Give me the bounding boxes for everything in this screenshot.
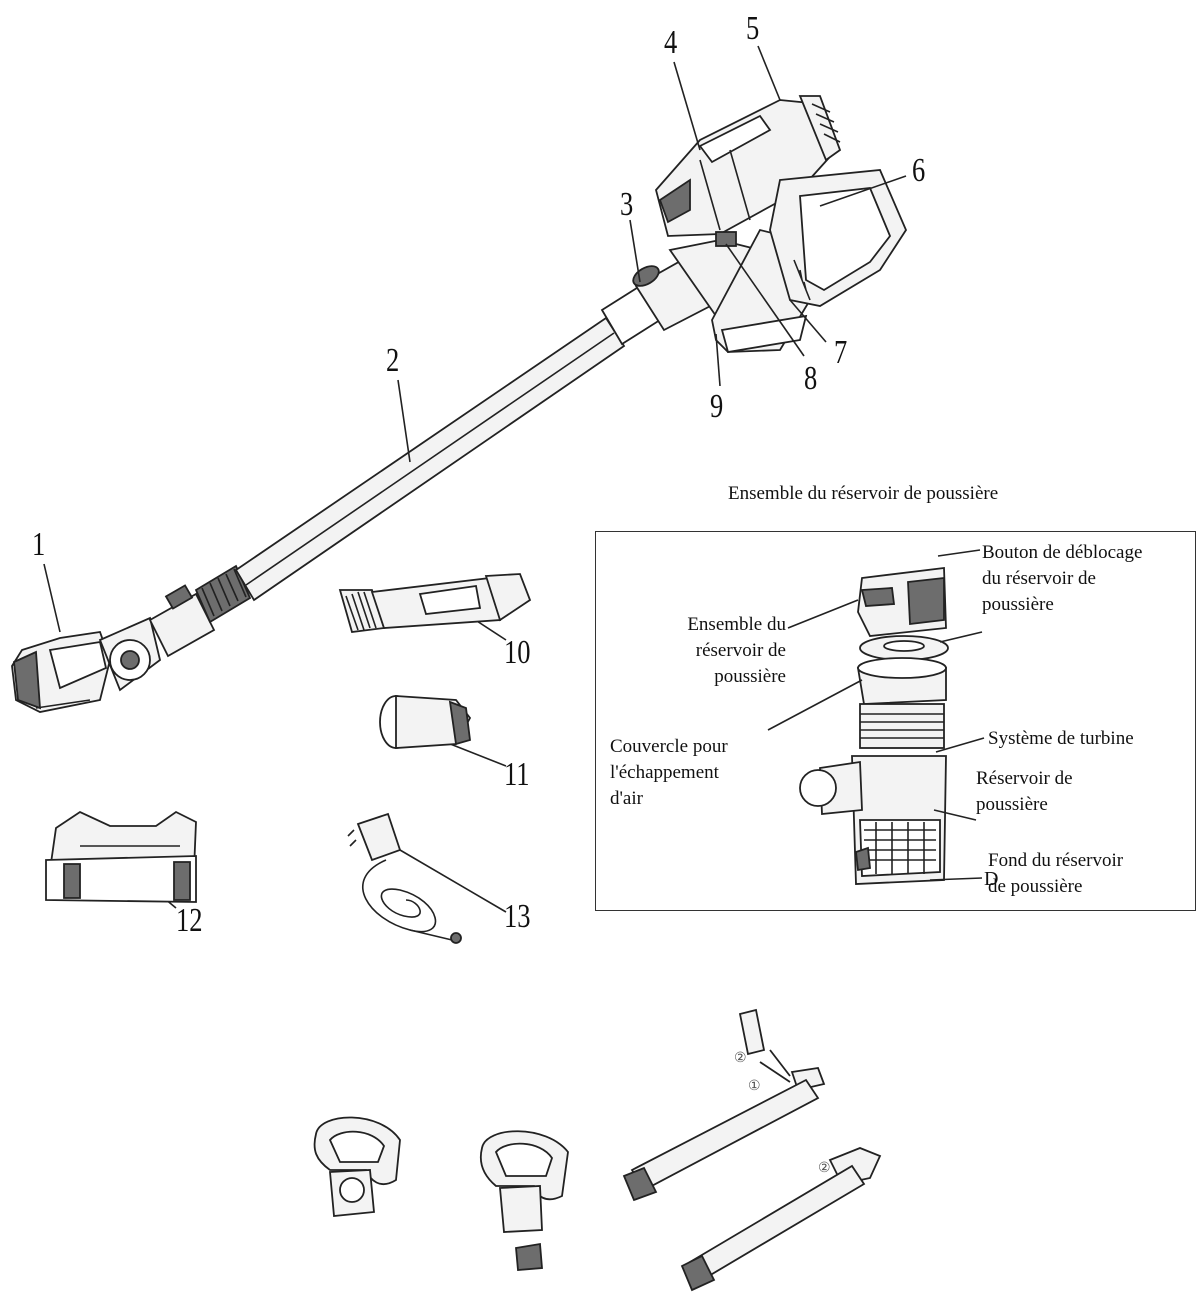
crevice-tool [338,573,532,633]
inset-leader-lines [767,549,985,881]
charger-adapter [347,812,462,944]
extension-adapter-lower [680,1147,882,1292]
part-number-11: 11 [504,756,530,793]
part-number-9: 9 [710,388,724,425]
label-dust-container: Réservoir de poussière [976,768,1073,815]
label-exhaust-cover: Couvercle pour l'échappement d'air [610,736,728,809]
wall-mount-bracket [45,810,197,903]
extension-adapter-upper [622,1008,826,1202]
part-number-13: 13 [504,898,531,935]
part-number-5: 5 [746,10,760,47]
extension-tube [234,316,626,602]
part-number-6: 6 [912,152,926,189]
step-mark-2-upper: ② [734,1051,747,1066]
part-number-2: 2 [386,342,400,379]
part-number-4: 4 [664,24,678,61]
round-brush [379,695,472,749]
step-mark-1: ① [748,1079,761,1094]
part-number-12: 12 [176,902,203,939]
label-release-button: Bouton de déblocage du réservoir de pous… [982,542,1143,615]
main-body [600,95,908,354]
dust-container-inset [595,531,1196,911]
handle-bracket-open [479,1130,569,1271]
inset-title: Ensemble du réservoir de poussière [728,483,999,504]
label-container-bottom: Fond du réservoir de poussière [988,850,1124,897]
dust-container-exploded [799,566,949,885]
part-number-10: 10 [504,634,531,671]
part-number-7: 7 [834,334,848,371]
stray-letter: D [984,868,999,890]
part-number-8: 8 [804,360,818,397]
leader-lines [43,45,907,913]
handle-bracket-assembled [313,1116,401,1217]
floor-brush-head [11,616,162,713]
label-turbine-system: Système de turbine [988,728,1134,749]
part-number-3: 3 [620,186,634,223]
part-number-1: 1 [32,526,46,563]
step-mark-2-lower: ② [818,1161,831,1176]
label-container-assembly: Ensemble du réservoir de poussière [687,614,786,687]
neck-joint [148,564,252,658]
